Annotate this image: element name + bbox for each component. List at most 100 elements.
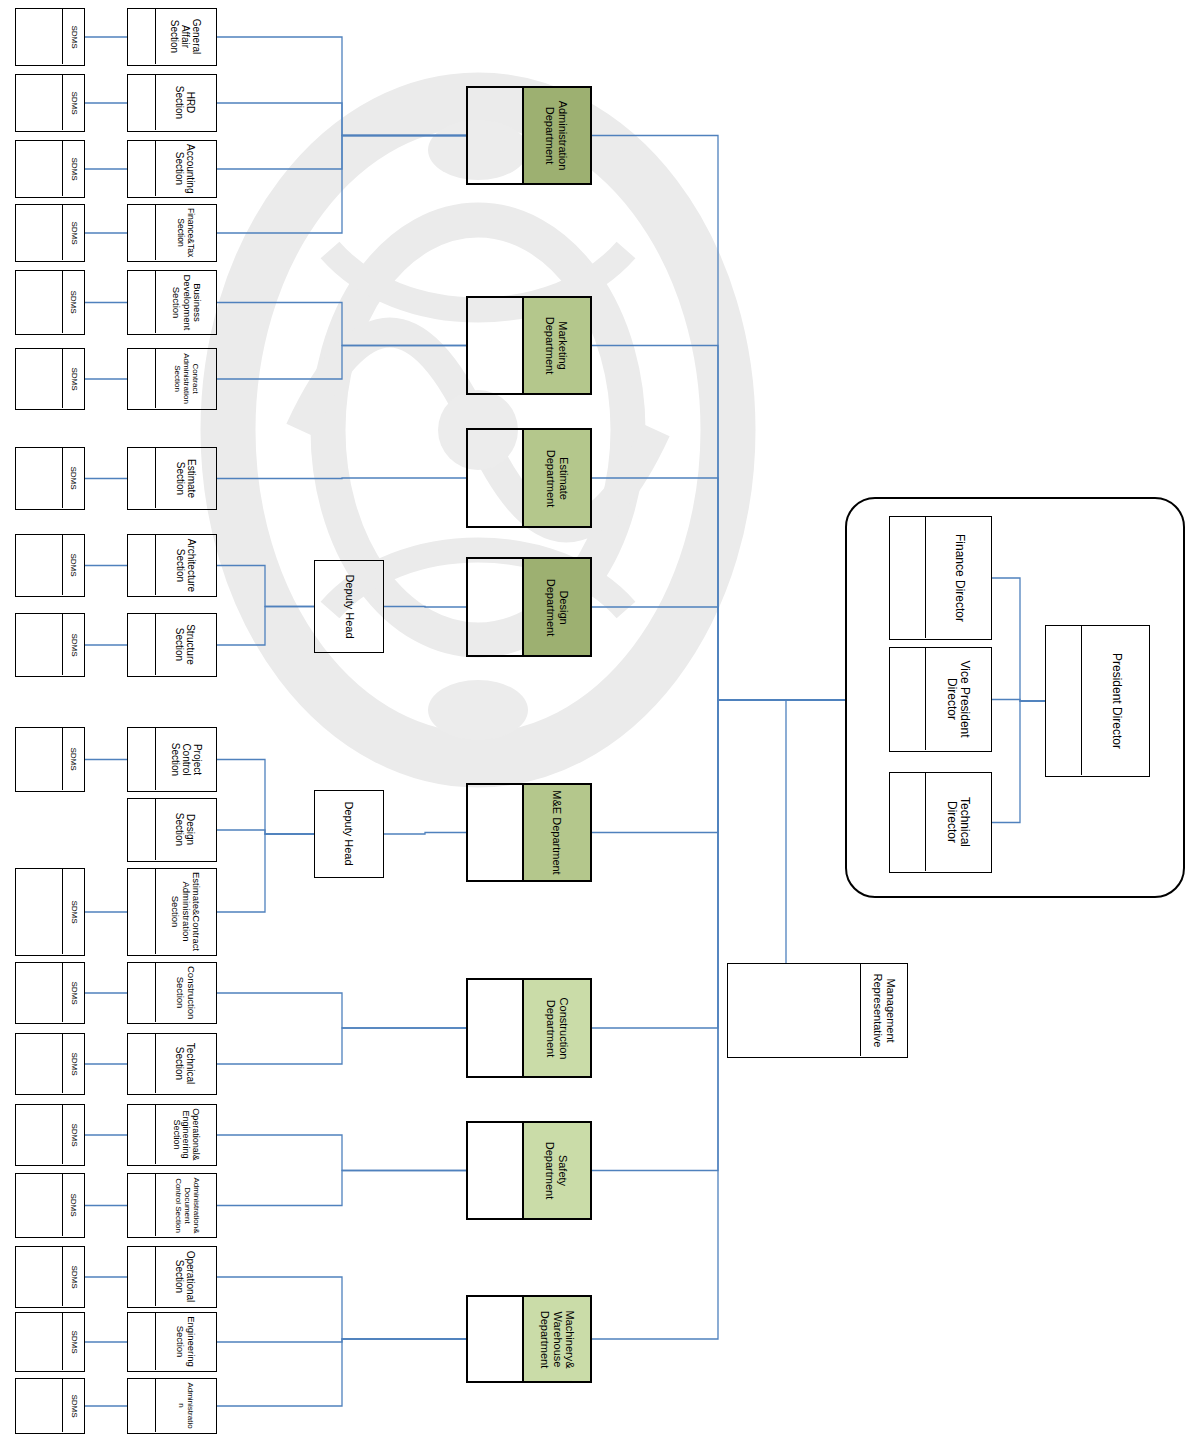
board-group: President Director Finance DirectorVice P…: [845, 497, 1185, 898]
rotated-label: SDMS: [63, 205, 83, 260]
box-label: Architecture Section: [175, 538, 197, 592]
section-box: Structure Section: [127, 613, 217, 677]
rotated-label: SDMS: [63, 869, 83, 954]
sdms-box: SDMS: [15, 727, 85, 792]
org-connector: [85, 168, 127, 169]
box-divider: [1081, 626, 1082, 775]
org-connector: [217, 103, 466, 136]
department-box: Marketing Department: [466, 296, 592, 395]
rotated-label: Finance&Tax Section: [156, 205, 215, 260]
org-connector: [217, 303, 466, 346]
rotated-label: SDMS: [63, 349, 83, 408]
rotated-label: Technical Director: [926, 773, 990, 871]
box-divider: [62, 1105, 63, 1164]
rotated-label: Contract Administration Section: [156, 349, 215, 408]
section-box: Accounting Section: [127, 140, 217, 198]
section-box: Estimate&Contract Administration Section: [127, 868, 217, 956]
rotated-label: Construction Department: [523, 980, 590, 1076]
box-label: SDMS: [69, 221, 78, 244]
rotated-label: SDMS: [63, 535, 83, 595]
org-connector: [85, 1063, 127, 1064]
org-connector: [217, 477, 466, 479]
box-divider: [155, 728, 156, 790]
org-connector: [85, 644, 127, 645]
sdms-box: SDMS: [15, 270, 85, 335]
rotated-label: SDMS: [63, 448, 83, 508]
box-divider: [522, 88, 524, 183]
box-divider: [62, 349, 63, 408]
sdms-box: SDMS: [15, 613, 85, 677]
org-connector: [217, 834, 314, 912]
rotated-label: SDMS: [63, 1034, 83, 1093]
box-label: Estimate Department: [544, 433, 568, 523]
org-connector: [384, 606, 466, 608]
org-connector: [592, 478, 845, 700]
section-box: Design Section: [127, 798, 217, 862]
box-divider: [62, 728, 63, 790]
box-label: Operational& Engineering Section: [171, 1108, 201, 1161]
org-connector: [786, 700, 845, 963]
org-connector: [85, 1134, 127, 1135]
rotated-label: SDMS: [63, 9, 83, 64]
box-divider: [155, 963, 156, 1022]
box-divider: [62, 1313, 63, 1370]
representative-box: Management Representative: [727, 963, 908, 1058]
director-box: Technical Director: [889, 772, 992, 873]
section-box: HRD Section: [127, 74, 217, 132]
rotated-label: Technical Section: [156, 1034, 215, 1093]
org-connector: [85, 1341, 127, 1342]
box-divider: [62, 614, 63, 675]
box-label: Finance&Tax Section: [176, 208, 195, 257]
department-box: Machinery& Warehouse Department: [466, 1295, 592, 1383]
box-label: President Director: [1108, 652, 1121, 748]
section-box: Operational& Engineering Section: [127, 1104, 217, 1166]
rotated-label: SDMS: [63, 1313, 83, 1370]
sdms-box: SDMS: [15, 868, 85, 956]
section-box: Engineering Section: [127, 1312, 217, 1372]
section-box: Estimate Section: [127, 447, 217, 510]
org-connector: [217, 1339, 466, 1406]
rotated-label: Administration Department: [523, 88, 590, 183]
sdms-box: SDMS: [15, 534, 85, 597]
section-box: Operational Section: [127, 1246, 217, 1308]
rotated-label: Administration: [156, 1379, 215, 1432]
rotated-label: Design Section: [156, 799, 215, 860]
box-divider: [62, 535, 63, 595]
rotated-label: Marketing Department: [523, 298, 590, 393]
director-box: Vice President Director: [889, 647, 992, 752]
box-divider: [62, 75, 63, 130]
sdms-box: SDMS: [15, 140, 85, 198]
sdms-box: SDMS: [15, 74, 85, 132]
box-divider: [155, 1313, 156, 1370]
box-label: Management Representative: [871, 967, 895, 1053]
section-box: Contract Administration Section: [127, 348, 217, 410]
rotated-label: President Director: [1082, 626, 1148, 775]
box-divider: [62, 448, 63, 508]
deputy-box: Deputy Head: [314, 790, 384, 878]
org-connector: [85, 102, 127, 103]
sdms-box: SDMS: [15, 1246, 85, 1308]
org-connector: [992, 578, 1045, 701]
org-connector: [85, 232, 127, 233]
box-label: Deputy Head: [342, 574, 354, 638]
box-divider: [155, 535, 156, 595]
box-label: Business Development Section: [170, 274, 201, 330]
sdms-box: SDMS: [15, 1378, 85, 1434]
rotated-label: Engineering Section: [156, 1313, 215, 1370]
rotated-label: Safety Department: [523, 1123, 590, 1218]
box-divider: [62, 869, 63, 954]
box-label: SDMS: [69, 1052, 78, 1075]
rotated-label: Management Representative: [861, 964, 906, 1056]
box-divider: [522, 1297, 524, 1381]
box-divider: [155, 141, 156, 196]
box-label: SDMS: [69, 1330, 78, 1353]
section-box: Administration& Document Control Section: [127, 1173, 217, 1238]
box-label: SDMS: [69, 91, 78, 114]
department-box: Design Department: [466, 557, 592, 657]
box-label: Finance Director: [951, 533, 964, 621]
box-divider: [860, 964, 861, 1056]
box-label: SDMS: [69, 290, 78, 313]
box-label: Structure Section: [175, 617, 197, 672]
watermark-shapes: [228, 100, 728, 760]
